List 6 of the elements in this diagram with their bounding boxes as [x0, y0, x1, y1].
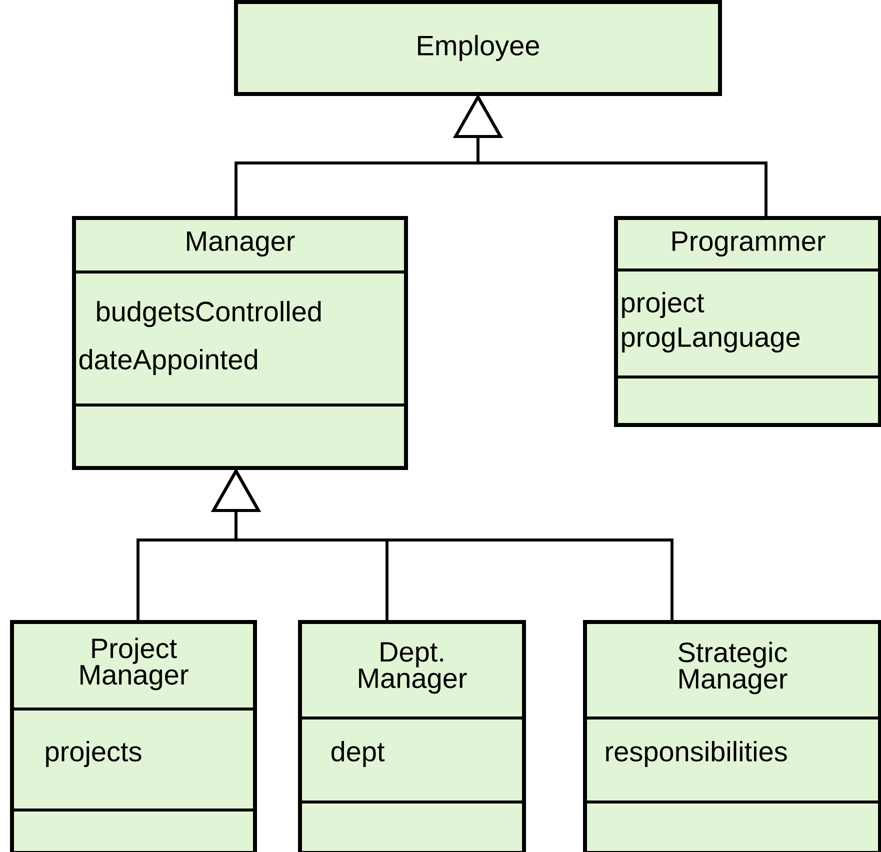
class-box: Project Manager projects	[10, 620, 257, 852]
class-box: Strategic Manager responsibilities	[583, 620, 881, 852]
class-box: Manager budgetsControlled dateAppointed	[72, 216, 408, 470]
class-box: Employee	[234, 0, 722, 96]
class-box: Programmer project progLanguage	[614, 216, 881, 427]
class-box: Dept. Manager dept	[298, 620, 526, 852]
